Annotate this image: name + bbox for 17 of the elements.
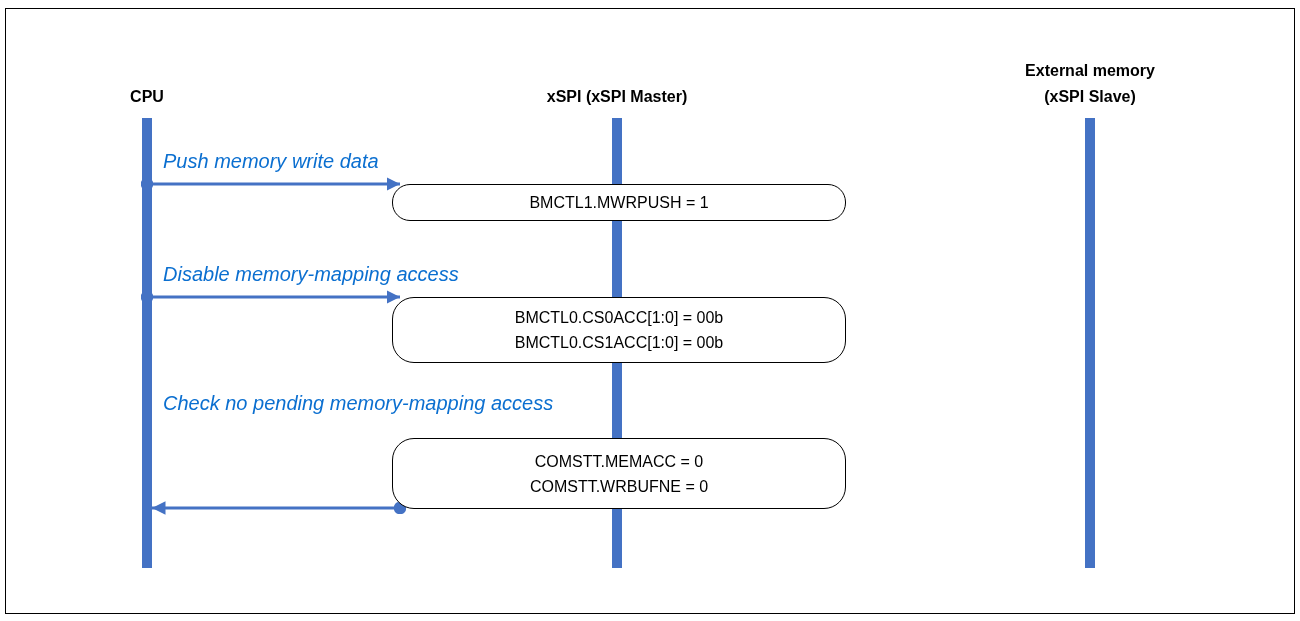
message-arrow (140, 290, 400, 304)
edge-label: Disable memory-mapping access (163, 262, 460, 287)
message-arrow (140, 177, 400, 191)
register-setting: BMCTL0.CS0ACC[1:0] = 00b (514, 308, 724, 328)
process-box (392, 184, 846, 221)
register-setting: BMCTL0.CS1ACC[1:0] = 00b (514, 333, 724, 353)
lifeline-title: CPU (130, 87, 164, 107)
edge-label: Push memory write data (163, 149, 380, 174)
lifeline-title: xSPI (xSPI Master) (546, 87, 688, 107)
process-box (392, 297, 846, 363)
edge-label: Check no pending memory-mapping access (163, 391, 555, 416)
lifeline-title: External memory (xSPI Slave) (1024, 61, 1156, 107)
process-box (392, 438, 846, 509)
message-arrow (152, 501, 407, 515)
register-setting: COMSTT.MEMACC = 0 (534, 451, 704, 472)
register-setting: BMCTL1.MWRPUSH = 1 (529, 193, 709, 213)
register-setting: COMSTT.WRBUFNE = 0 (529, 476, 709, 497)
